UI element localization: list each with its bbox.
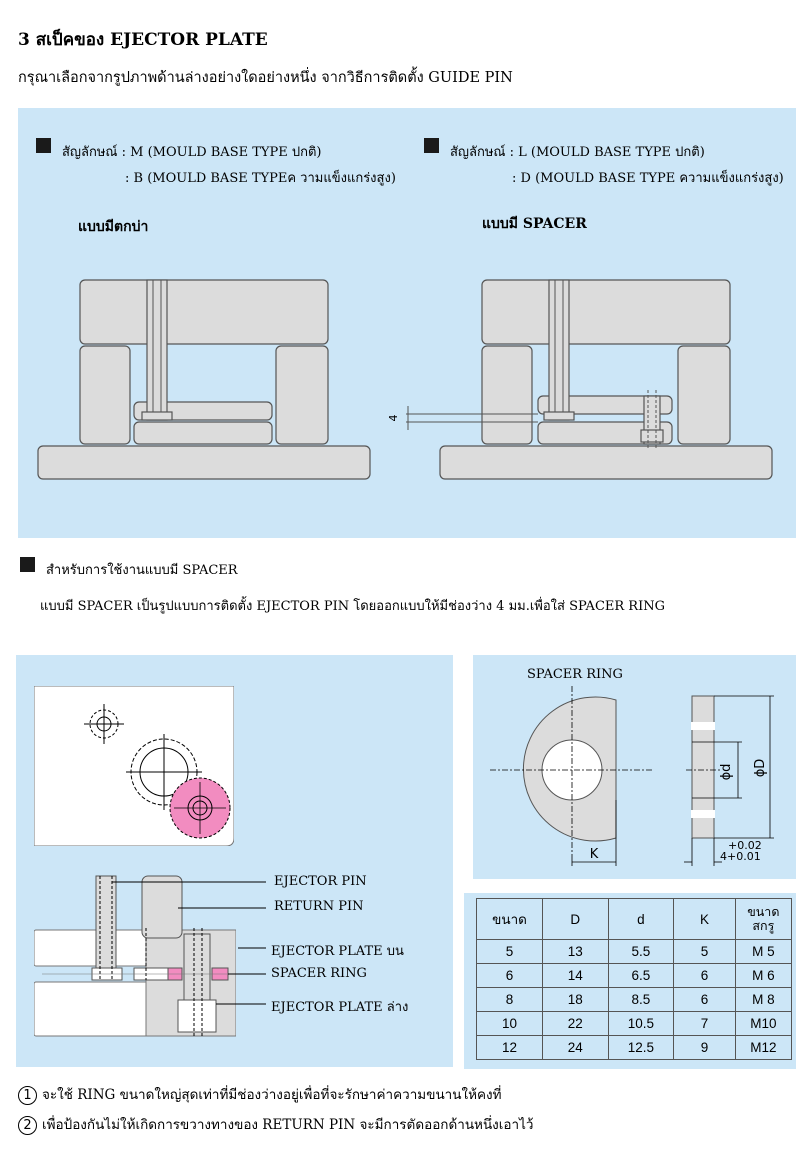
bullet-square [424, 138, 439, 153]
col-header-size: ขนาด [475, 898, 544, 940]
table-row: 5 13 5.5 5 M 5 [475, 939, 793, 964]
table-cell: 8.5 [607, 987, 675, 1012]
table-cell: 13 [542, 939, 609, 964]
table-cell: 9 [673, 1035, 736, 1060]
type-left-caption: แบบมีตกบ่า [78, 219, 149, 235]
label-ejector-pin: EJECTOR PIN [274, 874, 367, 889]
spec-table: ขนาด D d K ขนาด สกรู 5 13 5.5 5 M 5 6 14… [475, 898, 793, 1060]
col-header-D: D [542, 898, 609, 940]
spacer-usage-heading: สำหรับการใช้งานแบบมี SPACER [46, 563, 238, 578]
spec-table-header-row: ขนาด D d K ขนาด สกรู [475, 898, 793, 940]
table-cell: 5 [673, 939, 736, 964]
table-cell: 8 [475, 987, 544, 1012]
label-ejector-plate-upper: EJECTOR PLATE บน [271, 944, 404, 959]
page-title: 3 สเป็คของ EJECTOR PLATE [18, 30, 268, 50]
table-cell: M 5 [734, 939, 793, 964]
table-cell: 7 [673, 1011, 736, 1036]
table-cell: 5.5 [607, 939, 675, 964]
ring-k-label: K [590, 847, 599, 862]
page-subtitle: กรุณาเลือกจากรูปภาพด้านล่างอย่างใดอย่างห… [18, 70, 513, 86]
table-cell: M 6 [734, 963, 793, 988]
table-cell: 10 [475, 1011, 544, 1036]
col-header-d: d [607, 898, 675, 940]
table-cell: 18 [542, 987, 609, 1012]
assembly-top-view [34, 686, 234, 846]
note-number-badge: 1 [18, 1086, 37, 1105]
mould-diagram-spacer: 4 [387, 279, 773, 480]
note-text: เพื่อป้องกันไม่ให้เกิดการขวางทางของ RETU… [42, 1117, 534, 1133]
table-cell: M12 [734, 1035, 793, 1060]
table-row: 6 14 6.5 6 M 6 [475, 963, 793, 988]
table-row: 10 22 10.5 7 M10 [475, 1011, 793, 1036]
label-spacer-ring: SPACER RING [271, 966, 367, 981]
ring-tol-upper: +0.02 [728, 839, 762, 852]
note-item: 2 เพื่อป้องกันไม่ให้เกิดการขวางทางของ RET… [18, 1113, 533, 1135]
table-cell: 6 [475, 963, 544, 988]
table-row: 8 18 8.5 6 M 8 [475, 987, 793, 1012]
note-text: จะใช้ RING ขนาดใหญ่สุดเท่าที่มีช่องว่างอ… [42, 1087, 502, 1103]
mould-diagram-stepped [37, 279, 371, 480]
type-right-line1: สัญลักษณ์ : L (MOULD BASE TYPE ปกติ) [450, 145, 705, 160]
note-item: 1 จะใช้ RING ขนาดใหญ่สุดเท่าที่มีช่องว่าง… [18, 1083, 502, 1105]
table-cell: 6 [673, 987, 736, 1012]
spacer-ring-drawing: K ϕd ϕD +0.02 4+0.01 [490, 686, 774, 866]
ring-tol-lower: 4+0.01 [720, 850, 761, 863]
table-cell: 12.5 [607, 1035, 675, 1060]
table-cell: 14 [542, 963, 609, 988]
bullet-square [36, 138, 51, 153]
table-cell: 12 [475, 1035, 544, 1060]
table-cell: 5 [475, 939, 544, 964]
table-cell: 22 [542, 1011, 609, 1036]
table-cell: 10.5 [607, 1011, 675, 1036]
bullet-square [20, 557, 35, 572]
assembly-leader-lines [112, 881, 266, 1005]
table-cell: M 8 [734, 987, 793, 1012]
type-left-line1: สัญลักษณ์ : M (MOULD BASE TYPE ปกติ) [62, 145, 322, 160]
table-cell: 6.5 [607, 963, 675, 988]
col-header-screw: ขนาด สกรู [734, 898, 793, 940]
note-number-badge: 2 [18, 1116, 37, 1135]
table-cell: M10 [734, 1011, 793, 1036]
spacer-ring-title: SPACER RING [527, 667, 623, 682]
label-return-pin: RETURN PIN [274, 899, 364, 914]
table-cell: 6 [673, 963, 736, 988]
table-cell: 24 [542, 1035, 609, 1060]
type-left-line2: : B (MOULD BASE TYPEค วามแข็งแกร่งสูง) [125, 171, 396, 186]
ring-d-label: ϕd [719, 764, 734, 781]
assembly-section-view [34, 875, 236, 1037]
ring-D-label: ϕD [753, 759, 768, 778]
table-row: 12 24 12.5 9 M12 [475, 1035, 793, 1060]
type-right-line2: : D (MOULD BASE TYPE ความแข็งแกร่งสูง) [512, 171, 784, 186]
col-header-K: K [673, 898, 736, 940]
type-right-caption: แบบมี SPACER [482, 216, 587, 232]
label-ejector-plate-lower: EJECTOR PLATE ล่าง [271, 1000, 409, 1015]
spacer-usage-description: แบบมี SPACER เป็นรูปแบบการติดตั้ง EJECTO… [40, 599, 665, 614]
spacer-gap-dim: 4 [387, 415, 400, 422]
